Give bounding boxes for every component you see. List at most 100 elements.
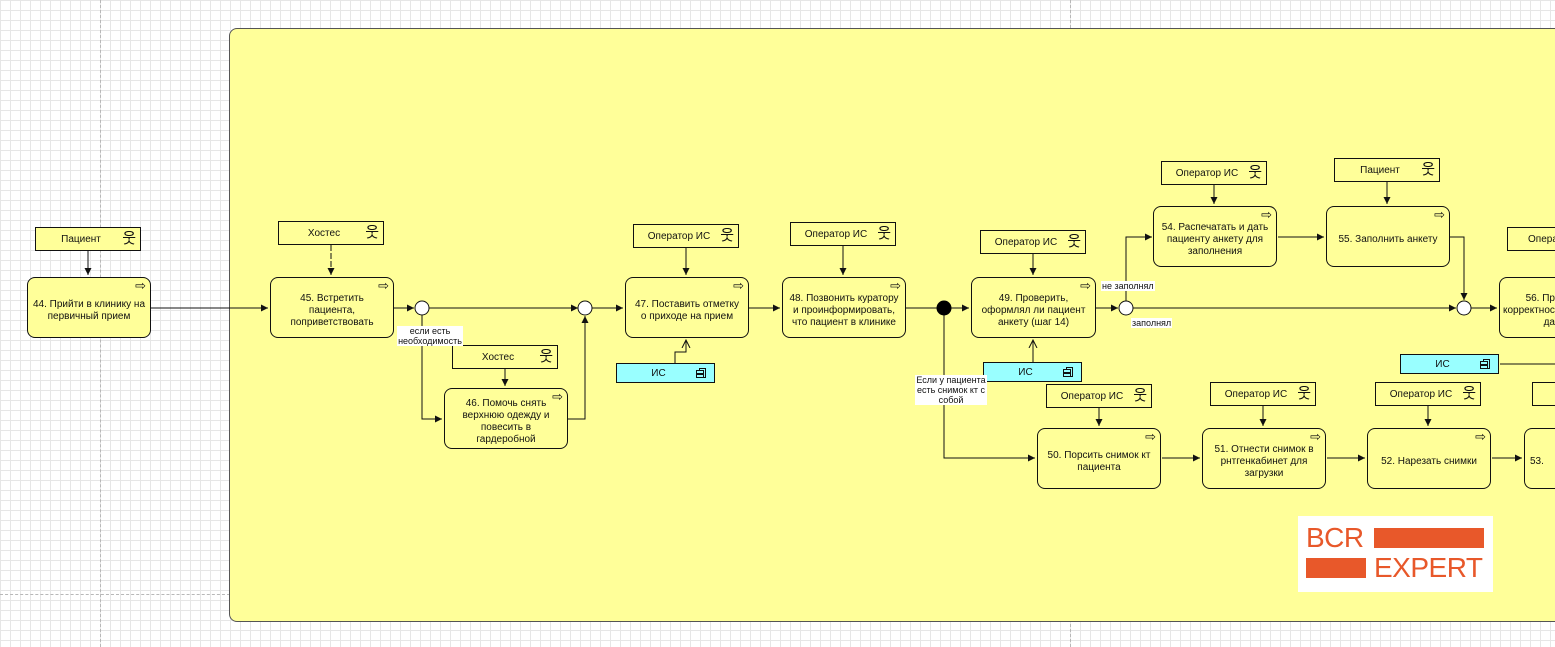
logo-bar-bottom [1306, 558, 1366, 578]
task-47[interactable]: ⇨ 47. Поставить отметку о приходе на при… [625, 277, 749, 338]
role-52[interactable]: Оператор ИС 웃 [1375, 382, 1481, 406]
role-45[interactable]: Хостес 웃 [278, 221, 384, 245]
role-53[interactable] [1532, 382, 1555, 406]
arrow-right-icon: ⇨ [1261, 207, 1272, 222]
task-47-text: 47. Поставить отметку о приходе на прием [634, 298, 740, 322]
task-50[interactable]: ⇨ 50. Порсить снимок кт пациента [1037, 428, 1161, 489]
role-47-text: Оператор ИС [647, 230, 711, 242]
task-52[interactable]: ⇨ 52. Нарезать снимки [1367, 428, 1491, 489]
task-46-text: 46. Помочь снять верхнюю одежду и повеси… [462, 397, 550, 445]
system-47-text: ИС [651, 367, 666, 379]
arrow-right-icon: ⇨ [1145, 429, 1156, 444]
task-54-text: 54. Распечатать и дать пациенту анкету д… [1161, 221, 1269, 257]
actor-icon: 웃 [539, 348, 553, 365]
component-icon [1063, 367, 1073, 377]
label-has-ct: Если у пациента есть снимок кт с собой [915, 375, 987, 405]
arrow-right-icon: ⇨ [378, 278, 389, 293]
task-49-text: 49. Проверить, оформлял ли пациент анкет… [981, 292, 1086, 328]
role-49[interactable]: Оператор ИС 웃 [980, 230, 1086, 254]
task-44[interactable]: ⇨ 44. Прийти в клинику на первичный прие… [27, 277, 151, 338]
role-46-text: Хостес [481, 351, 515, 363]
flow-gw1-46 [421, 315, 442, 423]
arrow-right-icon: ⇨ [890, 278, 901, 293]
role-46[interactable]: Хостес 웃 [452, 345, 558, 369]
role-54[interactable]: Оператор ИС 웃 [1161, 161, 1267, 185]
logo-bar-top [1374, 528, 1484, 548]
arrow-right-icon: ⇨ [552, 389, 563, 404]
role-52-text: Оператор ИС [1389, 388, 1453, 400]
task-54[interactable]: ⇨ 54. Распечатать и дать пациенту анкету… [1153, 206, 1277, 267]
flow-gw3-50 [943, 315, 1035, 462]
task-48-text: 48. Позвонить куратору и проинформироват… [789, 292, 899, 328]
system-49-text: ИС [1018, 366, 1033, 378]
actor-icon: 웃 [365, 224, 379, 241]
flow-46-gw2 [568, 316, 589, 420]
arrow-right-icon: ⇨ [1475, 429, 1486, 444]
role-47[interactable]: Оператор ИС 웃 [633, 224, 739, 248]
task-56[interactable]: 56. Пр корректност да [1499, 277, 1555, 338]
task-48[interactable]: ⇨ 48. Позвонить куратору и проинформиров… [782, 277, 906, 338]
role-44[interactable]: Пациент 웃 [35, 227, 141, 251]
system-49[interactable]: ИС [983, 362, 1082, 382]
logo-text-bcr: BCR [1306, 522, 1364, 553]
actor-icon: 웃 [877, 225, 891, 242]
task-51[interactable]: ⇨ 51. Отнести снимок в рнтгенкабинет для… [1202, 428, 1326, 489]
role-48-text: Оператор ИС [804, 228, 868, 240]
arrow-right-icon: ⇨ [1310, 429, 1321, 444]
gateway-5 [1456, 300, 1472, 316]
component-icon [696, 368, 706, 378]
task-52-text: 52. Нарезать снимки [1381, 455, 1477, 467]
flow-gw4-54 [1125, 233, 1152, 301]
actor-icon: 웃 [1462, 385, 1476, 402]
role-56[interactable]: Опера [1507, 227, 1555, 251]
task-44-text: 44. Прийти в клинику на первичный прием [33, 298, 146, 322]
gateway-2 [577, 300, 593, 316]
role-54-text: Оператор ИС [1175, 167, 1239, 179]
actor-icon: 웃 [1297, 385, 1311, 402]
label-if-needed: если есть необходимость [397, 326, 463, 346]
task-45[interactable]: ⇨ 45. Встретить пациента, поприветствова… [270, 277, 394, 338]
task-56-text: 56. Пр корректност да [1503, 292, 1555, 328]
role-49-text: Оператор ИС [994, 236, 1058, 248]
task-55-text: 55. Заполнить анкету [1338, 233, 1438, 245]
arrow-right-icon: ⇨ [1080, 278, 1091, 293]
logo-text-expert: EXPERT [1374, 552, 1483, 583]
actor-icon: 웃 [1067, 233, 1081, 250]
actor-icon: 웃 [720, 227, 734, 244]
task-46[interactable]: ⇨ 46. Помочь снять верхнюю одежду и пове… [444, 388, 568, 449]
role-50-text: Оператор ИС [1060, 390, 1124, 402]
gateway-1 [414, 300, 430, 316]
role-56-text: Опера [1528, 233, 1555, 245]
bcr-expert-logo: BCR EXPERT [1298, 516, 1493, 592]
role-44-text: Пациент [61, 233, 101, 245]
role-50[interactable]: Оператор ИС 웃 [1046, 384, 1152, 408]
arrow-right-icon: ⇨ [733, 278, 744, 293]
task-51-text: 51. Отнести снимок в рнтгенкабинет для з… [1214, 443, 1314, 479]
actor-icon: 웃 [122, 230, 136, 247]
task-53[interactable]: 53. [1524, 428, 1555, 489]
flow-55-gw5 [1450, 236, 1468, 300]
component-icon [1480, 359, 1490, 369]
actor-icon: 웃 [1248, 164, 1262, 181]
role-51[interactable]: Оператор ИС 웃 [1210, 382, 1316, 406]
label-not-filled: не заполнял [1101, 281, 1155, 291]
task-50-text: 50. Порсить снимок кт пациента [1047, 449, 1151, 473]
task-55[interactable]: ⇨ 55. Заполнить анкету [1326, 206, 1450, 267]
gateway-3 [936, 300, 952, 316]
system-47[interactable]: ИС [616, 363, 715, 383]
task-53-text: 53. [1530, 455, 1544, 467]
role-55[interactable]: Пациент 웃 [1334, 158, 1440, 182]
arrow-right-icon: ⇨ [135, 278, 146, 293]
system-56-text: ИС [1435, 358, 1450, 370]
actor-icon: 웃 [1421, 161, 1435, 178]
task-49[interactable]: ⇨ 49. Проверить, оформлял ли пациент анк… [971, 277, 1096, 338]
system-link-47 [674, 340, 686, 363]
arrow-right-icon: ⇨ [1434, 207, 1445, 222]
system-56[interactable]: ИС [1400, 354, 1499, 374]
role-51-text: Оператор ИС [1224, 388, 1288, 400]
role-55-text: Пациент [1360, 164, 1400, 176]
gateway-4 [1118, 300, 1134, 316]
role-48[interactable]: Оператор ИС 웃 [790, 222, 896, 246]
actor-icon: 웃 [1133, 387, 1147, 404]
